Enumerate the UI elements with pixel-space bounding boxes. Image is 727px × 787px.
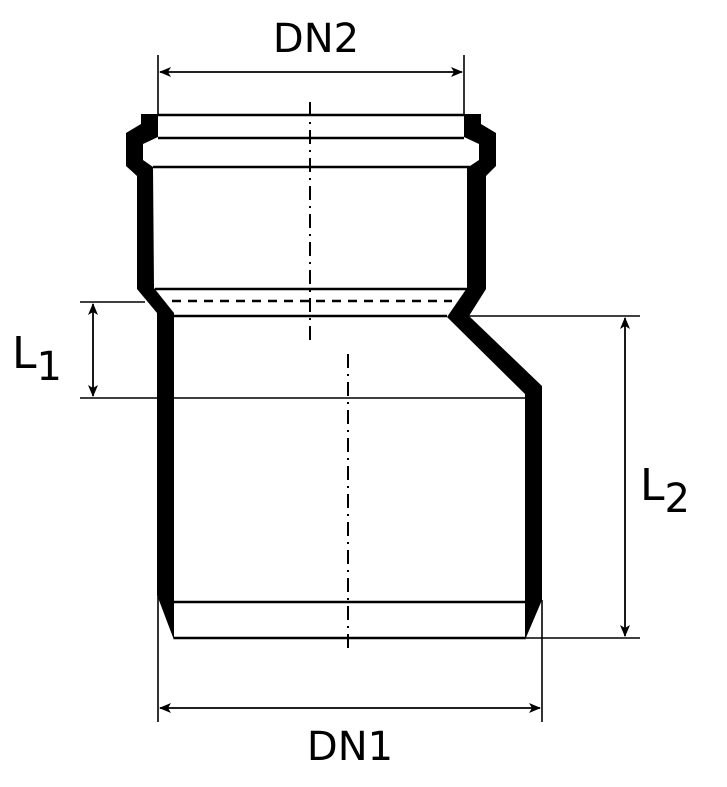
right-wall bbox=[447, 114, 542, 640]
l2-label-subscript: 2 bbox=[665, 476, 690, 522]
l1-label: L1 bbox=[12, 328, 62, 390]
extension-lines bbox=[80, 55, 640, 722]
left-wall bbox=[126, 114, 174, 640]
l1-label-main: L bbox=[12, 328, 37, 379]
dn2-label: DN2 bbox=[273, 16, 359, 62]
l2-label: L2 bbox=[640, 460, 690, 522]
l1-label-subscript: 1 bbox=[37, 344, 62, 390]
l2-label-main: L bbox=[640, 460, 665, 511]
dn1-label: DN1 bbox=[307, 724, 393, 770]
interior-lines bbox=[153, 113, 525, 640]
